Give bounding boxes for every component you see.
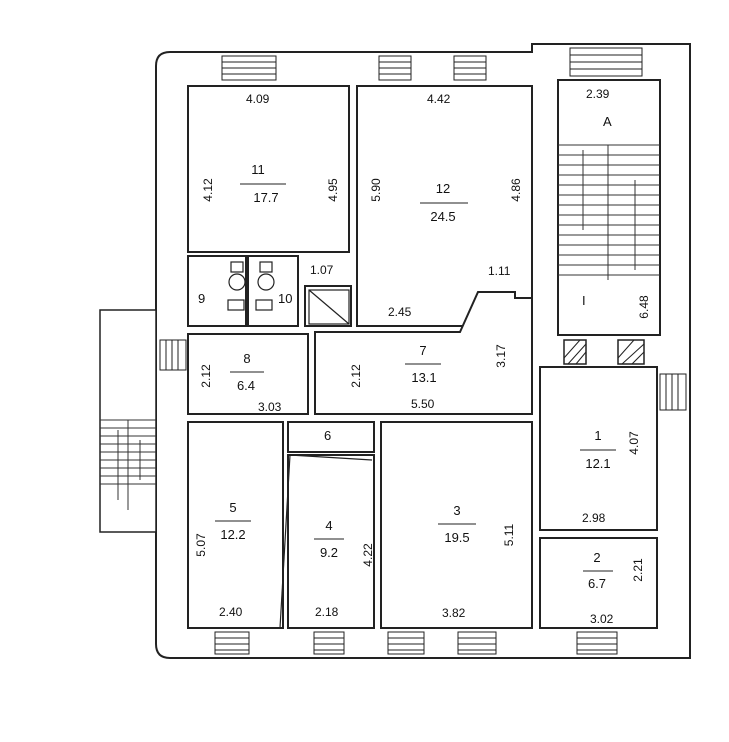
dim-3-82: 3.82 [442,606,466,620]
dim-1-11: 1.11 [488,264,511,278]
room-8-area-value: 6.4 [237,378,255,393]
toilet-fixtures [227,261,275,311]
room-5-number: 5 [229,500,236,515]
room-4-number: 4 [325,518,332,533]
room-2-area [539,537,658,629]
dim-3-02: 3.02 [590,612,614,626]
dim-4-86: 4.86 [509,178,523,202]
room-11-number: 11 [251,162,265,177]
room-3-area [380,421,533,629]
room-3-number: 3 [453,503,460,518]
dim-6-48: 6.48 [637,295,651,319]
room-2-area-value: 6.7 [588,576,606,591]
dim-3-17: 3.17 [494,344,508,368]
room-9-label: 9 [198,291,205,306]
stair-I-label: I [582,293,586,308]
dim-2-21: 2.21 [631,558,645,582]
room-5-area-value: 12.2 [220,527,245,542]
room-8-number: 8 [243,351,250,366]
stair-A-area [557,79,661,336]
door-swings [279,289,373,629]
dim-3-03: 3.03 [258,400,282,414]
dim-4-09: 4.09 [246,92,270,106]
room-7-area-value: 13.1 [411,370,436,385]
dim-4-12: 4.12 [201,178,215,202]
dim-5-50: 5.50 [411,397,435,411]
dim-2-39: 2.39 [586,87,610,101]
room-labels: 11 17.7 12 24.5 8 6.4 7 13.1 1 12.1 2 6.… [198,114,616,591]
dim-5-90: 5.90 [369,178,383,202]
window-stair-top [569,47,643,77]
room-1-area [539,366,658,531]
exterior-stair-left [99,309,157,533]
room-12-area [356,85,533,327]
room-5-area [187,421,284,629]
stair-A-label: A [603,114,612,129]
window-right [659,373,687,411]
dim-5-07: 5.07 [194,533,208,557]
room-9-area [187,255,247,327]
stair-A-steps [558,144,660,280]
dim-2-40: 2.40 [219,605,243,619]
room-4-area-value: 9.2 [320,545,338,560]
room-7-number: 7 [419,343,426,358]
room-4-area [287,454,375,629]
room-1-number: 1 [594,428,601,443]
dim-1-07: 1.07 [310,263,334,277]
dim-5-11: 5.11 [502,523,516,546]
room-11-area [187,85,350,253]
window-left [159,339,187,371]
room-12-number: 12 [436,181,450,196]
dim-4-22: 4.22 [361,543,375,567]
dim-2-45: 2.45 [388,305,412,319]
dimension-labels: 4.09 4.12 4.95 5.90 4.42 4.86 1.07 1.11 … [194,87,651,626]
room-2-number: 2 [593,550,600,565]
dim-4-07: 4.07 [627,431,641,455]
room-10-label: 10 [278,291,292,306]
windows-bottom [214,631,618,655]
dim-2-98: 2.98 [582,511,606,525]
room-6-area [287,421,375,453]
room-1-area-value: 12.1 [585,456,610,471]
dim-2-12-room7: 2.12 [349,364,363,388]
room-7-area [314,291,533,415]
dim-2-18: 2.18 [315,605,339,619]
dim-2-12-room8: 2.12 [199,364,213,388]
room-6-label: 6 [324,428,331,443]
windows-top [221,55,487,81]
dim-4-42: 4.42 [427,92,451,106]
room-8-area [187,333,309,415]
room-11-area-value: 17.7 [253,190,278,205]
room-12-area-value: 24.5 [430,209,455,224]
room-3-area-value: 19.5 [444,530,469,545]
room-10-area [247,255,299,327]
dim-4-95: 4.95 [326,178,340,202]
hatch-columns [563,339,645,365]
